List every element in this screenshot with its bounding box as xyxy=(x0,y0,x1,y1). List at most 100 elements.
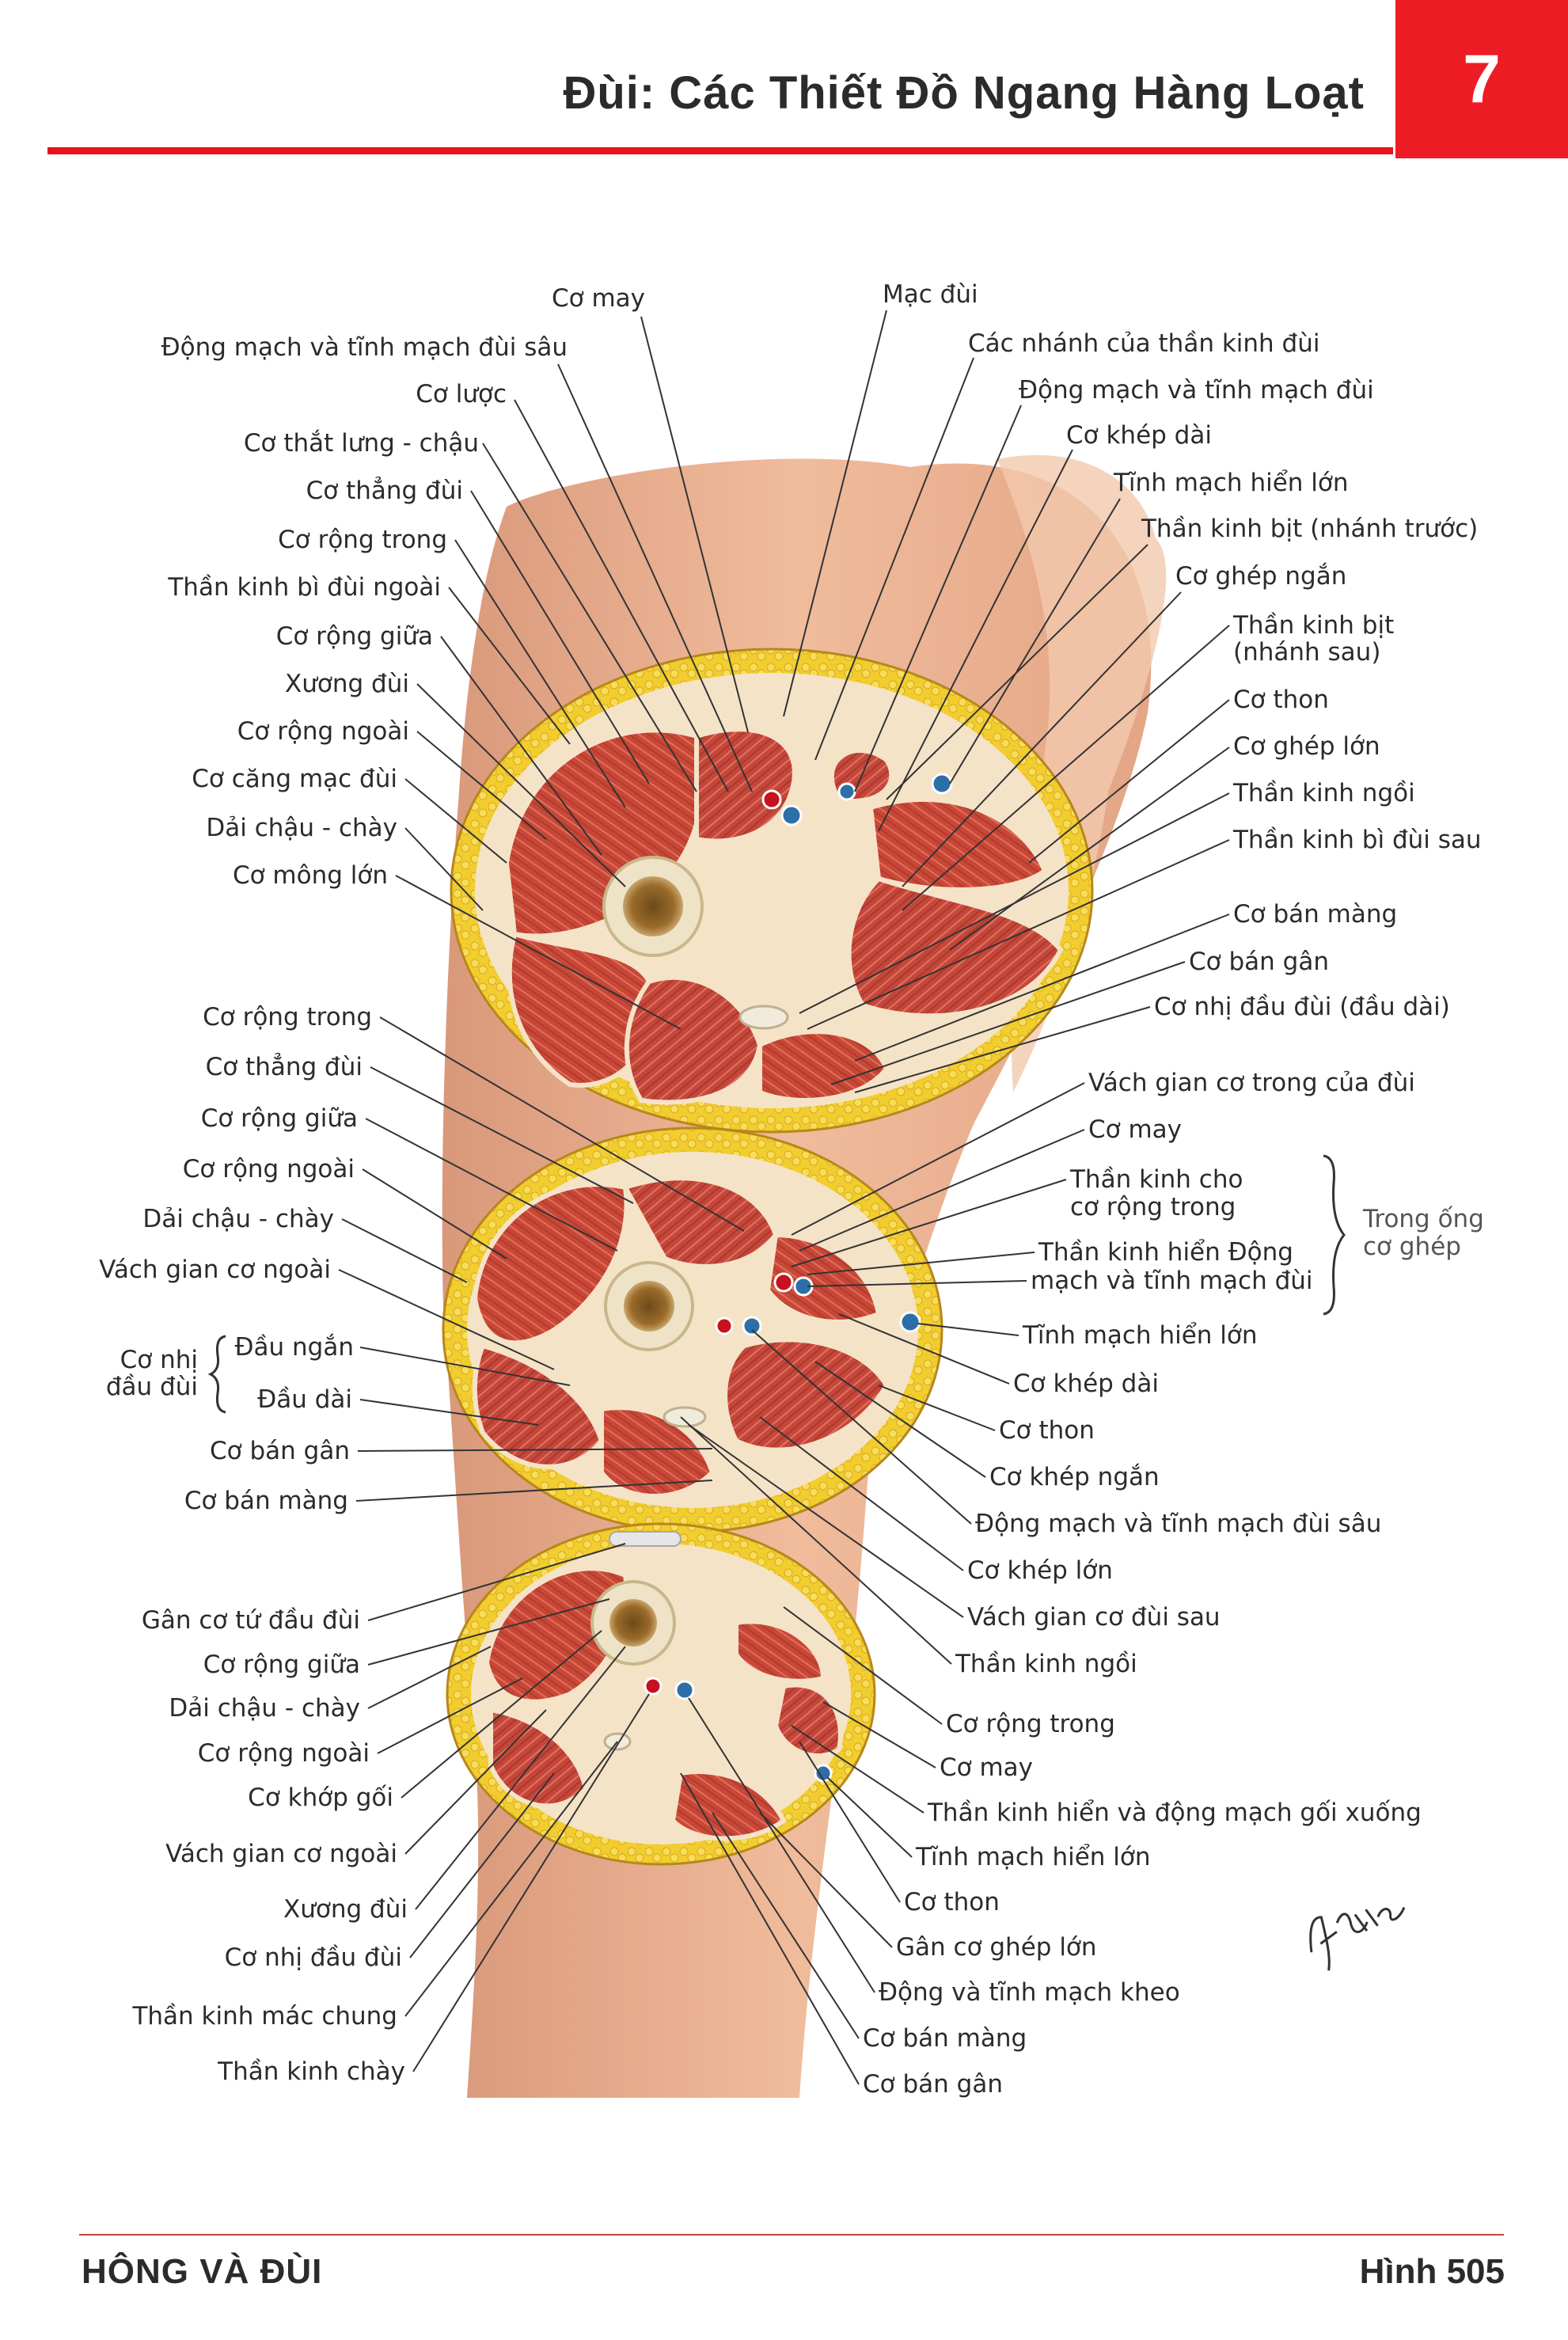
label-tk-cho-co-rong-trong-1: Thần kinh cho xyxy=(1069,1165,1243,1194)
label-low-co-rong-trong: Cơ rộng trong xyxy=(946,1710,1115,1738)
label-mid-dau-ngan: Đầu ngắn xyxy=(235,1333,355,1362)
label-mid-co-khep-ngan: Cơ khép ngắn xyxy=(989,1463,1160,1491)
label-nhanh-tk-dui: Các nhánh của thần kinh đùi xyxy=(968,329,1319,358)
lower-leader-lines-left xyxy=(367,1543,650,2072)
label-co-ban-gan: Cơ bán gân xyxy=(1189,948,1329,976)
label-tk-bit: Thần kinh bịt xyxy=(1232,611,1394,640)
label-low-tm-hien-lon: Tĩnh mạch hiển lớn xyxy=(915,1843,1151,1871)
middle-cross-section xyxy=(442,1126,943,1533)
label-mac-dui: Mạc đùi xyxy=(883,280,978,309)
label-low-vach-gian-co-ngoai: Vách gian cơ ngoài xyxy=(165,1840,397,1868)
chapter-number-badge: 7 xyxy=(1395,0,1568,158)
lower-cross-section xyxy=(446,1522,876,1866)
label-co-that-lung-chau: Cơ thắt lưng - chậu xyxy=(244,429,479,458)
label-low-xuong-dui: Xương đùi xyxy=(283,1895,408,1924)
label-co-cang-mac-dui: Cơ căng mạc đùi xyxy=(192,765,397,793)
lower-leader-lines-right xyxy=(680,1606,943,2085)
label-low-co-rong-giua: Cơ rộng giữa xyxy=(203,1651,360,1679)
lower-labels-right: Cơ rộng trong Cơ may Thần kinh hiển và đ… xyxy=(863,1710,1422,2099)
label-tk-cho-co-rong-trong-2: cơ rộng trong xyxy=(1070,1193,1236,1221)
label-mid-co-rong-ngoai: Cơ rộng ngoài xyxy=(183,1155,355,1183)
label-tk-ngoi: Thần kinh ngồi xyxy=(1232,779,1415,807)
label-mid-co-thon: Cơ thon xyxy=(999,1416,1095,1445)
label-low-co-ban-gan: Cơ bán gân xyxy=(863,2070,1003,2099)
label-mid-co-may: Cơ may xyxy=(1088,1115,1182,1144)
page-title: Đùi: Các Thiết Đồ Ngang Hàng Loạt xyxy=(563,67,1365,119)
lower-labels-left: Gân cơ tứ đầu đùi Cơ rộng giữa Dải chậu … xyxy=(131,1606,408,2086)
label-trong-ong-1: Trong ống xyxy=(1362,1205,1484,1233)
label-dai-chau-chay: Dải chậu - chày xyxy=(206,814,397,842)
label-vach-gian-co-trong: Vách gian cơ trong của đùi xyxy=(1088,1069,1415,1097)
label-gan-co-ghep-lon: Gân cơ ghép lớn xyxy=(896,1933,1097,1962)
label-mid-co-rong-giua: Cơ rộng giữa xyxy=(201,1104,358,1133)
upper-labels-left: Cơ may Động mạch và tĩnh mạch đùi sâu Cơ… xyxy=(161,284,645,890)
upper-labels-right: Mạc đùi Các nhánh của thần kinh đùi Động… xyxy=(883,280,1482,1021)
label-low-co-nhi-dau-dui: Cơ nhị đầu đùi xyxy=(225,1943,402,1972)
label-co-rong-ngoai: Cơ rộng ngoài xyxy=(237,717,409,746)
middle-leader-lines-right xyxy=(680,1082,1085,1665)
label-tm-hien-lon: Tĩnh mạch hiển lớn xyxy=(1113,469,1349,497)
label-mid-co-nhi: Cơ nhị xyxy=(120,1346,198,1374)
upper-leader-lines-right xyxy=(783,310,1230,1093)
artist-signature xyxy=(1309,1906,1406,1971)
label-tk-mac-chung: Thần kinh mác chung xyxy=(131,2002,397,2030)
footer-rule xyxy=(79,2234,1504,2236)
label-tk-hien-dm-goi-xuong: Thần kinh hiển và động mạch gối xuống xyxy=(927,1799,1422,1827)
label-co-rong-trong: Cơ rộng trong xyxy=(278,526,447,554)
label-than-kinh-bi-dui-ngoai: Thần kinh bì đùi ngoài xyxy=(167,573,441,602)
label-mid-co-ban-mang: Cơ bán màng xyxy=(184,1487,348,1515)
label-mid-tm-hien-lon: Tĩnh mạch hiển lớn xyxy=(1022,1321,1258,1350)
label-gan-co-tu-dau-dui: Gân cơ tứ đầu đùi xyxy=(142,1606,360,1635)
label-dong-tm-kheo: Động và tĩnh mạch kheo xyxy=(879,1978,1180,2007)
label-dm-tm-dui-sau: Động mạch và tĩnh mạch đùi sâu xyxy=(161,333,568,362)
label-mid-dau-dai: Đầu dài xyxy=(257,1385,352,1414)
label-mid-tk-ngoi: Thần kinh ngồi xyxy=(955,1650,1137,1678)
label-co-khop-goi: Cơ khớp gối xyxy=(248,1783,393,1812)
label-mid-co-rong-trong: Cơ rộng trong xyxy=(203,1003,372,1031)
label-dm-tm-dui: Động mạch và tĩnh mạch đùi xyxy=(1019,376,1374,405)
label-co-thang-dui: Cơ thẳng đùi xyxy=(306,476,463,505)
label-tk-hien-dm-2: mạch và tĩnh mạch đùi xyxy=(1031,1267,1313,1295)
upper-leader-lines-left xyxy=(395,316,753,1030)
label-co-luoc: Cơ lược xyxy=(416,380,507,408)
middle-brace-right xyxy=(1323,1154,1346,1316)
label-co-may: Cơ may xyxy=(552,284,645,313)
label-mid-co-thang-dui: Cơ thẳng đùi xyxy=(206,1052,363,1081)
label-mid-co-ban-gan: Cơ bán gân xyxy=(210,1437,350,1465)
label-xuong-dui: Xương đùi xyxy=(285,670,409,698)
label-mid-vach-gian-co-ngoai: Vách gian cơ ngoài xyxy=(99,1255,331,1284)
middle-labels-left: Cơ rộng trong Cơ thẳng đùi Cơ rộng giữa … xyxy=(99,1003,372,1515)
label-co-thon: Cơ thon xyxy=(1233,686,1329,714)
label-co-ban-mang: Cơ bán màng xyxy=(1233,900,1397,929)
label-co-khep-dai: Cơ khép dài xyxy=(1066,421,1212,450)
label-tk-chay: Thần kinh chày xyxy=(217,2057,405,2086)
label-co-mong-lon: Cơ mông lớn xyxy=(233,861,388,890)
label-co-ghep-ngan: Cơ ghép ngắn xyxy=(1175,562,1346,591)
footer-section-title: HÔNG VÀ ĐÙI xyxy=(82,2252,323,2291)
label-mid-dai-chau-chay: Dải chậu - chày xyxy=(142,1205,334,1233)
label-mid-co-khep-dai: Cơ khép dài xyxy=(1013,1369,1159,1398)
label-mid-dm-tm-dui-sau: Động mạch và tĩnh mạch đùi sâu xyxy=(975,1510,1381,1538)
label-low-co-thon: Cơ thon xyxy=(904,1888,1000,1916)
label-tk-hien-dm-1: Thần kinh hiển Động xyxy=(1038,1238,1293,1267)
header-rule xyxy=(47,147,1393,154)
label-mid-co-khep-lon: Cơ khép lớn xyxy=(967,1556,1113,1585)
middle-leader-lines-left xyxy=(338,1016,745,1502)
label-low-co-may: Cơ may xyxy=(940,1753,1033,1782)
label-tk-bit-nhanh-truoc: Thần kinh bịt (nhánh trước) xyxy=(1141,515,1478,543)
label-co-ghep-lon: Cơ ghép lớn xyxy=(1233,732,1380,761)
label-co-rong-giua: Cơ rộng giữa xyxy=(276,622,433,651)
footer-figure-number: Hình 505 xyxy=(1359,2252,1505,2291)
label-mid-dau-dui: đầu đùi xyxy=(106,1373,198,1401)
label-low-dai-chau-chay: Dải chậu - chày xyxy=(169,1694,360,1723)
label-co-nhi-dau-dui-dau-dai: Cơ nhị đầu đùi (đầu dài) xyxy=(1154,993,1450,1021)
label-trong-ong-2: cơ ghép xyxy=(1363,1233,1461,1261)
label-low-co-ban-mang: Cơ bán màng xyxy=(863,2024,1027,2053)
middle-labels-right: Vách gian cơ trong của đùi Cơ may Thần k… xyxy=(955,1069,1484,1678)
upper-cross-section xyxy=(450,648,1094,1134)
label-tk-bi-dui-sau: Thần kinh bì đùi sau xyxy=(1232,826,1482,854)
middle-brace-left xyxy=(207,1335,226,1414)
label-low-co-rong-ngoai: Cơ rộng ngoài xyxy=(198,1739,370,1768)
label-nhanh-sau: (nhánh sau) xyxy=(1233,638,1380,667)
